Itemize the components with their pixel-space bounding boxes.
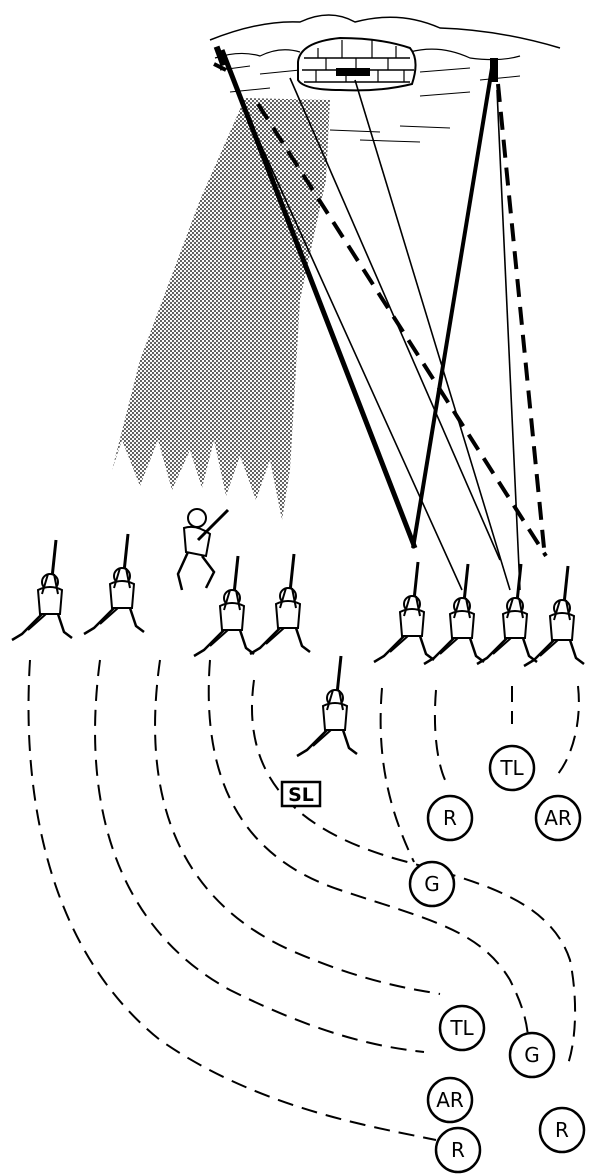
position-label-rifleman: R [443, 806, 457, 830]
position-label-rifleman: R [555, 1118, 569, 1142]
fire-sector-shading [112, 98, 330, 520]
aiming-stake [213, 45, 227, 67]
position-label-team-leader: TL [499, 756, 524, 780]
position-label-rifleman: R [451, 1138, 465, 1162]
position-label-grenadier: G [524, 1043, 540, 1067]
bunker-icon [297, 36, 417, 92]
soldier-icon [10, 532, 586, 758]
position-label-automatic-rifleman: AR [436, 1088, 464, 1112]
squad-leader-marker: SL [280, 780, 322, 808]
aiming-stake [490, 58, 498, 82]
position-markers [408, 744, 586, 1174]
position-label-automatic-rifleman: AR [544, 806, 572, 830]
fire-lines [213, 49, 548, 591]
squad-leader-label: SL [288, 784, 314, 806]
soldier-icon [176, 508, 230, 591]
movement-paths [27, 659, 580, 1141]
position-label-grenadier: G [424, 872, 440, 896]
position-label-team-leader: TL [449, 1016, 474, 1040]
